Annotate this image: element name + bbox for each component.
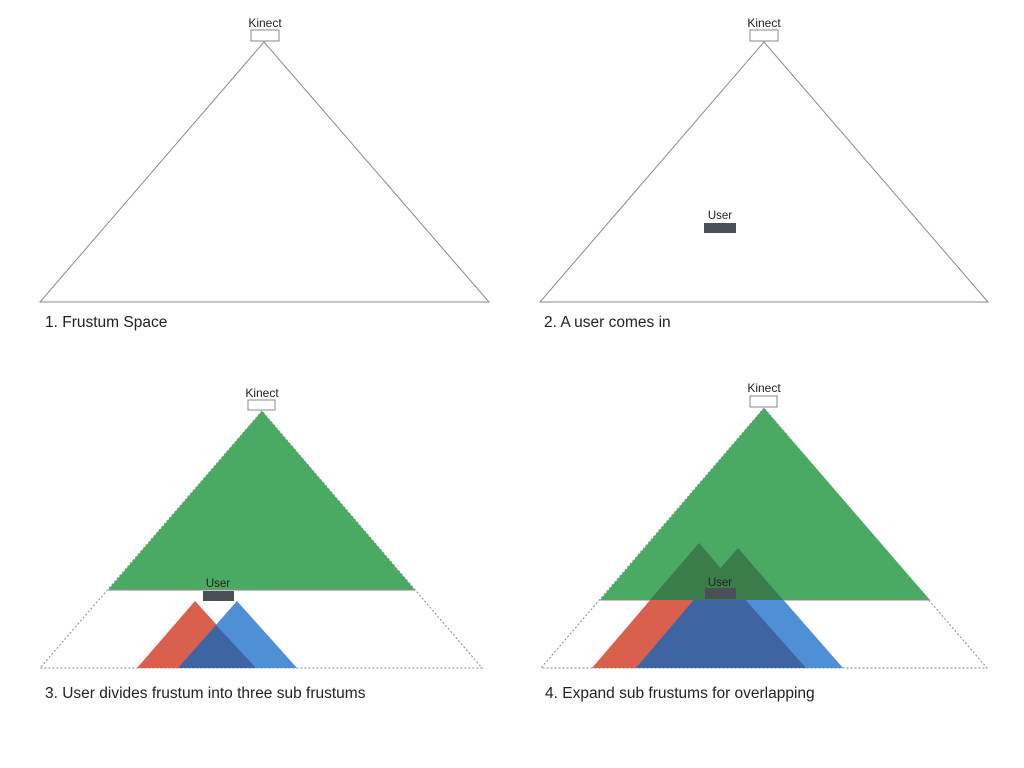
user-label: User (708, 577, 732, 589)
panel-2-user-comes-in: Kinect User 2. A user comes in (538, 16, 990, 331)
user-label: User (708, 210, 732, 222)
kinect-sensor (250, 29, 280, 42)
sub-frustum-green-expanded (600, 408, 930, 600)
panel-caption: 1. Frustum Space (45, 314, 167, 331)
kinect-label: Kinect (747, 381, 781, 395)
sub-frustum-overlap (178, 625, 256, 668)
user-marker (704, 223, 736, 233)
kinect-label: Kinect (747, 16, 781, 30)
kinect-sensor (247, 399, 276, 411)
frustum-triangle (538, 41, 990, 303)
frustum-triangle (38, 41, 491, 303)
panel-1-frustum-space: Kinect 1. Frustum Space (38, 16, 491, 331)
green-blue-overlap (693, 548, 783, 600)
kinect-sensor (749, 29, 779, 42)
kinect-sensor (749, 395, 778, 408)
kinect-label: Kinect (245, 386, 279, 400)
panel-caption: 4. Expand sub frustums for overlapping (545, 685, 815, 702)
kinect-label: Kinect (248, 16, 282, 30)
panel-caption: 3. User divides frustum into three sub f… (45, 685, 366, 702)
panel-3-three-sub-frustums: Kinect User 3. User divides frustum into… (38, 386, 484, 702)
sub-frustum-green (108, 411, 415, 590)
user-marker (203, 591, 234, 601)
user-label: User (206, 578, 230, 590)
panel-caption: 2. A user comes in (544, 314, 671, 331)
sub-frustum-overlap (636, 570, 806, 668)
panel-4-expanded-sub-frustums: Kinect User 4. Expand sub frustums for o… (539, 381, 989, 702)
user-marker (705, 588, 736, 599)
